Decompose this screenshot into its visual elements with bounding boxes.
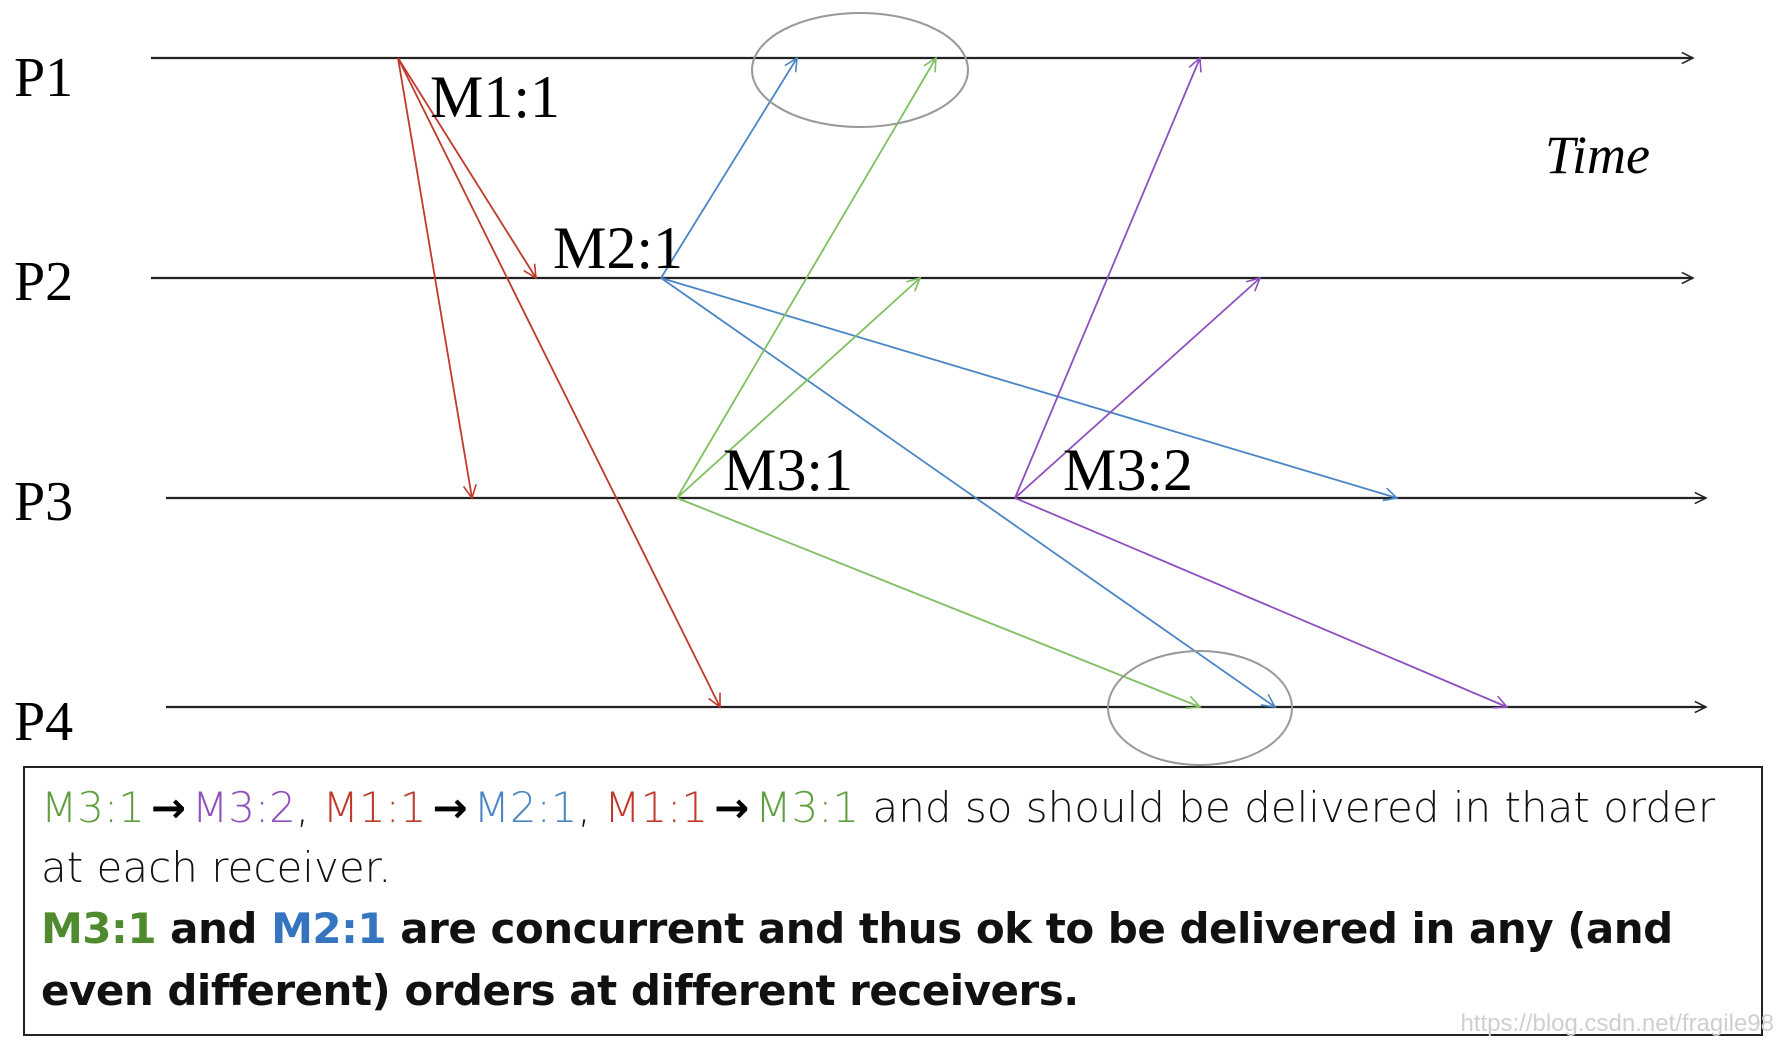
process-label-p1: P1: [14, 47, 73, 109]
note-and: and: [170, 904, 257, 953]
arrow-icon: →: [150, 783, 187, 832]
message-m2-to-p4: [660, 277, 1275, 707]
message-m1-to-p2: [397, 57, 536, 278]
message-m2-to-p3: [660, 277, 1397, 498]
note-ordering-text: and so should be delivered in that order: [872, 783, 1716, 832]
message-m32-to-p2: [1014, 278, 1260, 499]
message-m1-to-p4: [397, 57, 720, 707]
arrow-icon: →: [432, 783, 468, 832]
message-m31-to-p1: [676, 58, 936, 499]
message-m2-to-p1: [660, 58, 797, 279]
note-separator: ,: [577, 783, 591, 832]
arrow-icon: →: [714, 783, 750, 832]
note-m2-1-bold: M2:1: [271, 904, 387, 953]
concurrency-statement: M3:1 and M2:1 are concurrent and thus ok…: [41, 898, 1747, 1022]
highlight-ellipse-p1: [751, 12, 969, 128]
message-label-m2-1: M2:1: [553, 215, 683, 281]
message-m32-to-p4: [1014, 497, 1507, 707]
message-m32-to-p1: [1014, 58, 1200, 499]
message-m1-to-p3: [397, 57, 472, 498]
explanation-box: M3:1→M3:2, M1:1→M2:1, M1:1→M3:1 and so s…: [23, 766, 1763, 1036]
message-label-m3-1: M3:1: [723, 437, 853, 503]
note-m3-1: M3:1: [755, 783, 860, 832]
message-m31-to-p4: [676, 497, 1200, 707]
note-m1-1: M1:1: [604, 783, 709, 832]
note-separator: ,: [295, 783, 310, 832]
ordering-statement-cont: at each receiver.: [41, 838, 1747, 898]
process-label-p4: P4: [14, 691, 73, 753]
process-label-p3: P3: [14, 471, 73, 533]
note-m1-1: M1:1: [322, 783, 427, 832]
note-m2-1: M2:1: [473, 783, 578, 832]
message-label-m1-1: M1:1: [430, 64, 560, 130]
ordering-statement: M3:1→M3:2, M1:1→M2:1, M1:1→M3:1 and so s…: [41, 778, 1747, 838]
watermark: https://blog.csdn.net/fragile98: [1460, 1010, 1774, 1037]
message-m31-to-p2: [676, 278, 920, 499]
highlight-ellipse-p4: [1107, 650, 1293, 766]
note-m3-1-bold: M3:1: [41, 904, 157, 953]
note-ordering-text-cont: at each receiver.: [41, 843, 392, 892]
time-label: Time: [1545, 125, 1650, 185]
note-m3-1: M3:1: [41, 783, 145, 832]
note-concurrency-text: are concurrent and thus ok to be deliver…: [41, 904, 1673, 1015]
message-label-m3-2: M3:2: [1063, 437, 1193, 503]
process-label-p2: P2: [14, 251, 73, 313]
note-m3-2: M3:2: [192, 783, 296, 832]
